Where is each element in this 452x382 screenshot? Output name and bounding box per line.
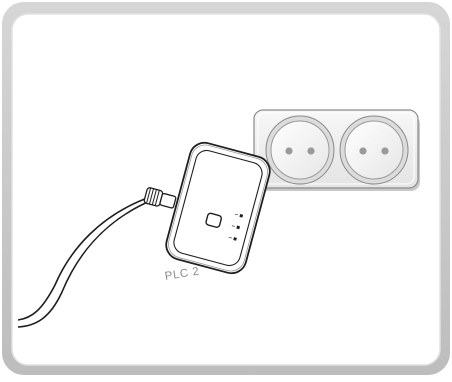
power-button-icon — [205, 213, 222, 228]
power-outlet-icon — [254, 110, 420, 191]
socket-left-face — [271, 121, 329, 179]
socket-right — [340, 116, 408, 184]
socket-right-face — [345, 121, 403, 179]
socket-left — [266, 116, 334, 184]
socket-right-hole-1 — [359, 147, 366, 154]
socket-left-hole-2 — [307, 147, 314, 154]
socket-left-hole-1 — [285, 147, 292, 154]
socket-right-hole-2 — [381, 147, 388, 154]
plug-head — [160, 193, 177, 208]
